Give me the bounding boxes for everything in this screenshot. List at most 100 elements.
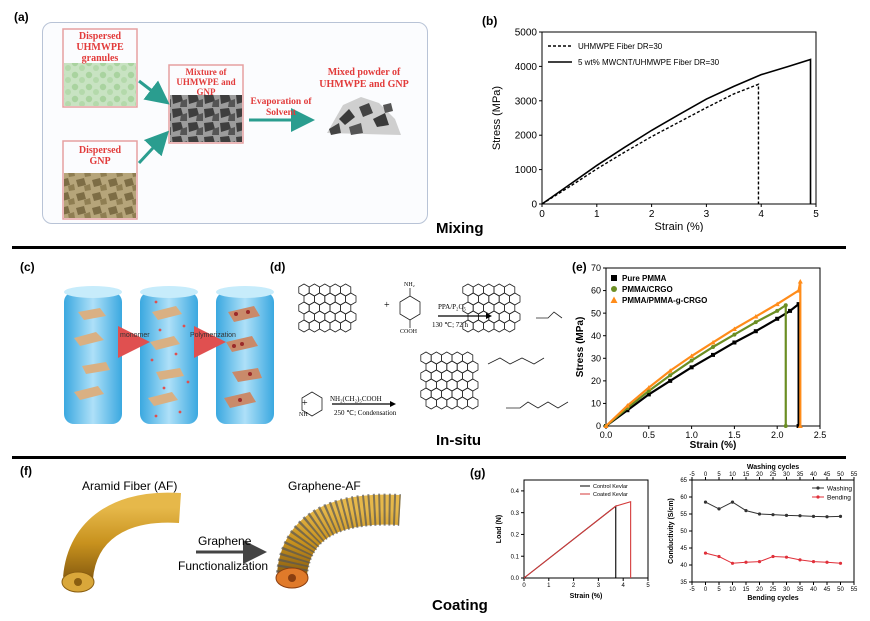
top-x-tick-label: 40 bbox=[810, 472, 817, 478]
x-tick-label: 40 bbox=[810, 587, 817, 593]
data-point bbox=[771, 554, 775, 559]
y-tick-label: 0 bbox=[531, 200, 537, 211]
data-point bbox=[757, 560, 762, 564]
hexagon-cell bbox=[493, 319, 505, 333]
y-tick-label: 60 bbox=[591, 286, 601, 296]
cooh-label: COOH bbox=[400, 329, 418, 335]
x-tick-label: 25 bbox=[770, 587, 777, 593]
top-x-tick-label: 45 bbox=[824, 472, 831, 478]
beaker-mixture bbox=[168, 64, 244, 144]
panel-label-a: (a) bbox=[14, 10, 29, 24]
x-tick-label: 2 bbox=[572, 583, 576, 589]
y-tick-label: 0 bbox=[596, 421, 601, 431]
y-tick-label: 60 bbox=[680, 495, 687, 501]
hexagon-cell bbox=[472, 319, 485, 333]
cylinder-polymer bbox=[216, 286, 274, 424]
mixed-powder-pile bbox=[327, 97, 401, 135]
data-point bbox=[603, 423, 609, 428]
hexagon-cell bbox=[425, 396, 437, 410]
x-tick-label: 0.5 bbox=[643, 430, 656, 440]
legend-swatch bbox=[611, 275, 617, 281]
top-x-tick-label: 25 bbox=[770, 472, 777, 478]
panel-d-graphics bbox=[298, 283, 569, 417]
top-x-tick-label: 20 bbox=[756, 472, 763, 478]
hexagon-cell bbox=[298, 319, 310, 333]
x-tick-label: 50 bbox=[837, 587, 844, 593]
x-axis-label: Strain (%) bbox=[655, 221, 704, 232]
panel-a-graphics bbox=[62, 28, 401, 220]
data-point bbox=[744, 560, 748, 564]
x-tick-label: 55 bbox=[851, 587, 858, 593]
x-tick-label: 3 bbox=[704, 209, 710, 220]
data-point bbox=[798, 558, 802, 562]
y-tick-label: 0.1 bbox=[511, 554, 520, 560]
data-point bbox=[796, 288, 802, 293]
top-axis-label: Washing cycles bbox=[747, 464, 799, 471]
plot-frame bbox=[541, 31, 817, 205]
graphene-af-label: Graphene-AF bbox=[288, 479, 361, 493]
data-point bbox=[668, 373, 673, 378]
y-tick-label: 50 bbox=[680, 529, 687, 535]
x-tick-label: 2 bbox=[649, 209, 655, 220]
x-axis-label: Strain (%) bbox=[690, 440, 737, 450]
panel-label-e: (e) bbox=[572, 260, 587, 274]
x-tick-label: 5 bbox=[813, 209, 819, 220]
data-point bbox=[689, 365, 694, 370]
graphene-structure bbox=[298, 283, 357, 333]
data-point bbox=[689, 358, 694, 363]
y-tick-label: 55 bbox=[680, 512, 687, 518]
cylinder-monomer bbox=[140, 286, 198, 424]
data-point bbox=[783, 303, 788, 308]
section-title-coating: Coating bbox=[432, 597, 488, 614]
aramid-fiber-bundle bbox=[61, 492, 181, 593]
data-point bbox=[771, 513, 775, 517]
y-tick-label: 0.3 bbox=[511, 511, 520, 517]
y-tick-label: 50 bbox=[591, 308, 601, 318]
x-tick-label: 2.5 bbox=[814, 430, 827, 440]
reagent-label: PPA/P₂O₅ bbox=[438, 303, 466, 311]
plot-frame bbox=[605, 267, 821, 427]
panel-label-c: (c) bbox=[20, 260, 35, 274]
data-point bbox=[717, 554, 721, 559]
y-tick-label: 45 bbox=[680, 546, 687, 552]
y-tick-label: 20 bbox=[591, 376, 601, 386]
data-point bbox=[753, 320, 758, 325]
data-point bbox=[646, 385, 652, 390]
y-tick-label: 5000 bbox=[515, 28, 538, 39]
data-point bbox=[646, 389, 651, 394]
section-divider bbox=[12, 456, 846, 459]
data-point bbox=[753, 314, 759, 319]
hexagon-cell bbox=[319, 319, 331, 333]
caprolactam-grafted-structure bbox=[420, 351, 479, 410]
top-x-tick-label: 10 bbox=[729, 472, 736, 478]
top-x-tick-label: 50 bbox=[837, 472, 844, 478]
hexagon-cell bbox=[435, 396, 448, 410]
data-point bbox=[783, 424, 788, 428]
data-point bbox=[811, 560, 816, 564]
x-tick-label: 45 bbox=[824, 587, 831, 593]
x-tick-label: 1 bbox=[547, 583, 551, 589]
data-point bbox=[797, 279, 803, 284]
x-tick-label: 15 bbox=[743, 587, 750, 593]
condition-label: 130 ℃; 72 h bbox=[432, 321, 469, 329]
data-point bbox=[732, 332, 737, 337]
data-point bbox=[796, 424, 801, 428]
data-point bbox=[689, 353, 695, 359]
y-tick-label: 0.0 bbox=[511, 576, 520, 582]
aramid-fiber-label: Aramid Fiber (AF) bbox=[82, 479, 178, 493]
x-tick-label: 30 bbox=[783, 587, 790, 593]
beaker-uhmwpe bbox=[62, 28, 138, 108]
y-axis-label: Load (N) bbox=[496, 515, 503, 543]
legend-entry: PMMA/PMMA-g-CRGO bbox=[622, 296, 707, 305]
x-tick-label: 35 bbox=[797, 587, 804, 593]
legend-entry: Coated Kevlar bbox=[593, 492, 628, 498]
nh2-label: NH₂ bbox=[404, 282, 415, 288]
data-point bbox=[624, 403, 630, 408]
legend-swatch bbox=[610, 296, 618, 303]
x-tick-label: 20 bbox=[756, 587, 763, 593]
